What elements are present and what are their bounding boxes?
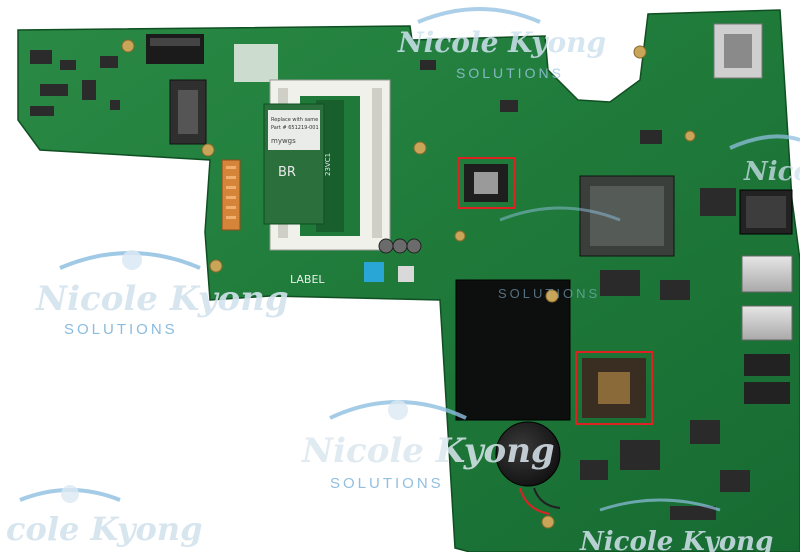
watermark-center: Nicole Kyong SOLUTIONS [301,400,555,492]
watermark-bottom-left: cole Kyong [6,485,202,548]
watermark-tagline-faint: SOLUTIONS [498,286,600,301]
watermark-brand-partial: cole Kyong [6,510,202,548]
silkscreen-block [234,44,278,82]
mounting-holes [121,39,696,529]
module-sticker-line-2: Part # 651219-001 [271,125,319,131]
module-sticker-line-1: Replace with same [271,117,318,123]
watermark-bottom-right: Nicole Kyong [579,498,773,552]
bga-chip [579,175,675,257]
watermark-right-mid: Nicol [729,134,800,187]
memory-module: Replace with same Part # 651219-001 mywg… [263,103,332,225]
heatsink-pad [455,279,571,421]
left-components [30,50,120,116]
misc-chips [420,60,750,520]
wifi-arc-logo-icon [729,134,800,150]
watermark-top-right: Nicole Kyong SOLUTIONS [397,7,606,81]
wifi-arc-logo-icon [499,206,621,222]
watermark-brand-partial: Nicol [743,157,800,187]
wifi-arc-logo-icon [417,7,541,24]
buzzer [495,421,561,487]
right-ports [700,188,793,404]
watermark-brand: Nicole Kyong [35,279,289,319]
module-marking: 23VC1 [324,153,332,176]
watermark-tagline: SOLUTIONS [456,65,564,81]
small-chip [457,157,515,209]
wifi-arc-logo-icon [599,498,721,512]
watermark-brand-partial: Nicole Kyong [579,527,773,552]
watermark-tagline: SOLUTIONS [64,321,178,338]
module-sticker-brand: mywgs [271,137,296,145]
br-marking: BR [278,165,296,180]
capacitors [364,238,422,282]
watermark-left: Nicole Kyong SOLUTIONS [35,250,289,338]
watermark-brand: Nicole Kyong [397,26,606,59]
label-silkscreen: LABEL [290,273,325,286]
watermark-brand: Nicole Kyong [301,431,555,471]
orange-connector [221,159,241,231]
watermark-tagline: SOLUTIONS [330,475,444,492]
processor-chip [575,351,653,425]
watermark-center-mid: SOLUTIONS [498,206,621,301]
